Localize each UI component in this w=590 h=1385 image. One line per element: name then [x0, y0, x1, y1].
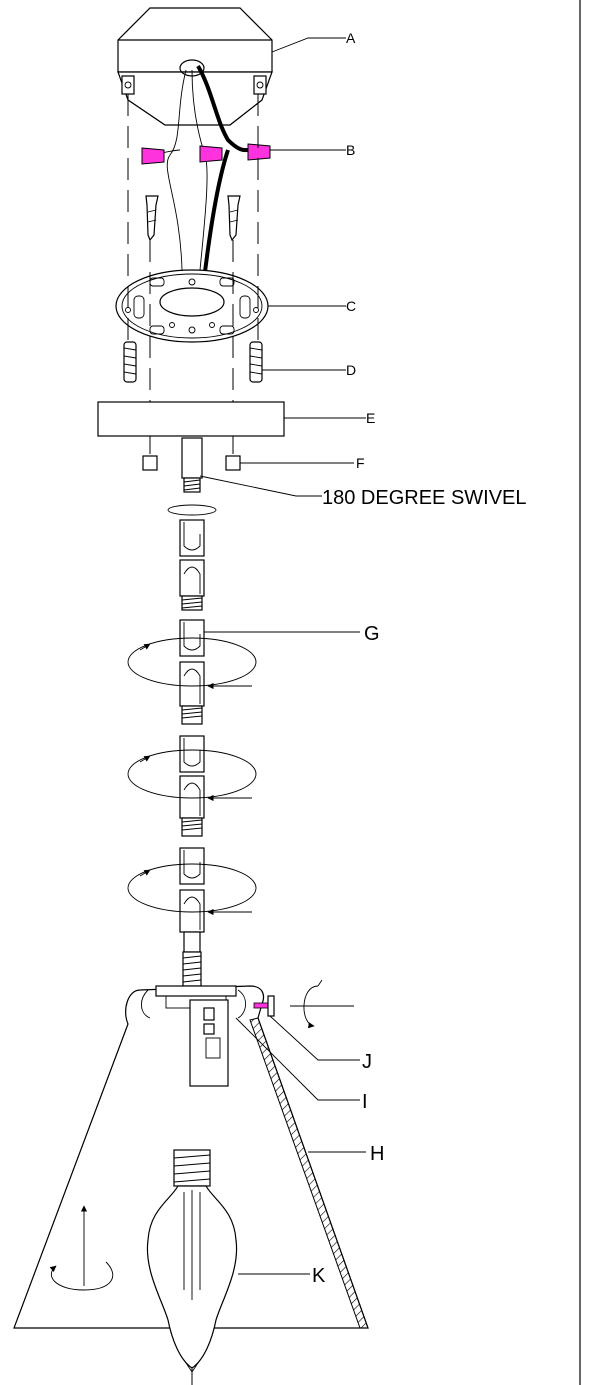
set-screw	[253, 979, 354, 1029]
mounting-screws-lower	[123, 341, 263, 383]
leader-lines	[199, 37, 366, 1275]
label-j: J	[362, 1051, 372, 1073]
stem-section-3	[127, 735, 257, 837]
stem-section-2	[127, 619, 257, 725]
stem-section-1	[179, 519, 205, 611]
label-swivel: 180 DEGREE SWIVEL	[322, 487, 527, 509]
mounting-crossbar	[115, 269, 269, 343]
label-g: G	[364, 623, 380, 645]
label-a: A	[346, 30, 356, 46]
label-d: D	[346, 362, 356, 378]
wire-nut-right	[247, 143, 271, 161]
supply-wires	[145, 64, 249, 281]
label-f: F	[356, 455, 365, 471]
wire-nut-left	[141, 147, 165, 165]
shade-rotation-arrows	[49, 1205, 114, 1291]
wire-nut-center	[199, 145, 223, 163]
junction-box	[117, 7, 273, 126]
threaded-nipple	[182, 951, 202, 987]
wire-nuts	[141, 143, 271, 165]
label-k: K	[312, 1265, 326, 1287]
socket	[189, 999, 229, 1087]
light-bulb	[146, 1149, 238, 1373]
callout-labels: A B C D E F 180 DEGREE SWIVEL G J I H K	[312, 30, 527, 1287]
label-e: E	[366, 410, 375, 426]
stem-section-4	[127, 847, 257, 953]
mounting-screws-upper	[145, 195, 241, 242]
label-h: H	[370, 1143, 384, 1165]
label-i: I	[362, 1091, 368, 1113]
swivel	[167, 437, 217, 516]
canopy	[97, 401, 285, 437]
label-b: B	[346, 142, 355, 158]
label-c: C	[346, 298, 356, 314]
